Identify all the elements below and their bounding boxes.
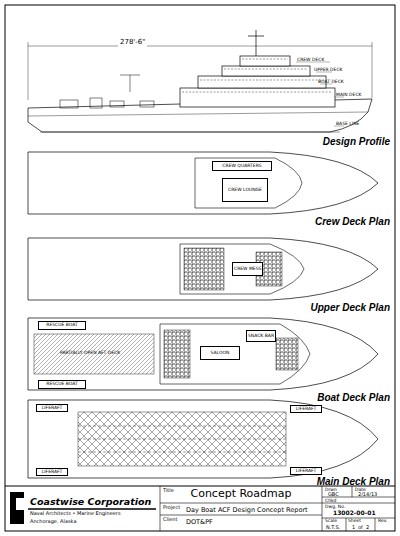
room-name: CREW QUARTERS xyxy=(222,164,261,169)
drawing-label: Chkd xyxy=(325,499,336,504)
drawing-label: 2/14/13 xyxy=(358,492,377,498)
drawing-label: Scale xyxy=(325,519,337,524)
room-name: CREW MESS xyxy=(234,267,261,272)
drawing-label: N.T.S. xyxy=(326,525,340,531)
room-name: SALOON xyxy=(211,351,230,356)
drawing-label: 278'-6" xyxy=(118,39,147,47)
drawing-label: CREW DECK xyxy=(297,58,324,63)
drawing-title: Concept Roadmap xyxy=(190,488,291,500)
view-title: Upper Deck Plan xyxy=(311,302,390,313)
room-box: SALOON xyxy=(200,346,240,360)
drawing-label: Sheet xyxy=(348,519,361,524)
view-title: Crew Deck Plan xyxy=(315,216,390,227)
room-name: LIFERAFT xyxy=(296,407,317,412)
drawing-label: Naval Architects • Marine Engineers xyxy=(30,511,121,517)
drawing-label: Anchorage, Alaska xyxy=(30,519,76,525)
room-box: LIFERAFT xyxy=(290,467,322,475)
room-box: RESCUE BOAT xyxy=(38,380,86,389)
room-box: RESCUE BOAT xyxy=(38,321,86,330)
drawing-label: Project xyxy=(163,505,180,511)
room-box: CREW MESS xyxy=(232,262,263,276)
drawing-label: 1 xyxy=(352,525,355,531)
room-box: LIFERAFT xyxy=(290,405,322,413)
room-box: CREW QUARTERS xyxy=(212,161,272,171)
drawing-label: BASE LINE xyxy=(336,122,359,127)
drawing-label: 13002-00-01 xyxy=(333,510,376,517)
drawing-label: GBC xyxy=(328,492,339,498)
drawing-label: MAIN DECK xyxy=(336,93,362,98)
view-title: Boat Deck Plan xyxy=(317,392,390,403)
room-box: CREW LOUNGE xyxy=(222,178,268,202)
room-name: RESCUE BOAT xyxy=(46,382,78,387)
drawing-label: Rev. xyxy=(378,519,387,524)
view-title: Design Profile xyxy=(323,136,390,147)
drawing-label: Day Boat ACF Design Concept Report xyxy=(186,507,308,514)
room-name: LIFERAFT xyxy=(42,406,63,411)
room-name: LIFERAFT xyxy=(296,469,317,474)
room-name: LIFERAFT xyxy=(42,470,63,475)
drawing-label: Title xyxy=(163,488,174,494)
room-box: LIFERAFT xyxy=(36,468,68,476)
room-name: CREW LOUNGE xyxy=(228,188,262,193)
room-box: LIFERAFT xyxy=(36,404,68,412)
drawing-label: PARTIALLY OPEN AFT DECK xyxy=(60,351,120,356)
view-title: Coastwise Corporation xyxy=(30,497,151,507)
drawing-label: UPPER DECK xyxy=(314,68,343,73)
drawing-label: 2 xyxy=(366,525,369,531)
room-box: SNACK BAR xyxy=(246,330,276,342)
drawing-label: of xyxy=(358,525,363,531)
drawing-label: DOT&PF xyxy=(186,519,213,526)
room-name: RESCUE BOAT xyxy=(46,323,78,328)
drawing-label: Client xyxy=(163,517,177,523)
view-title: Main Deck Plan xyxy=(317,476,390,487)
room-name: SNACK BAR xyxy=(248,334,274,339)
drawing-label: BOAT DECK xyxy=(318,80,344,85)
